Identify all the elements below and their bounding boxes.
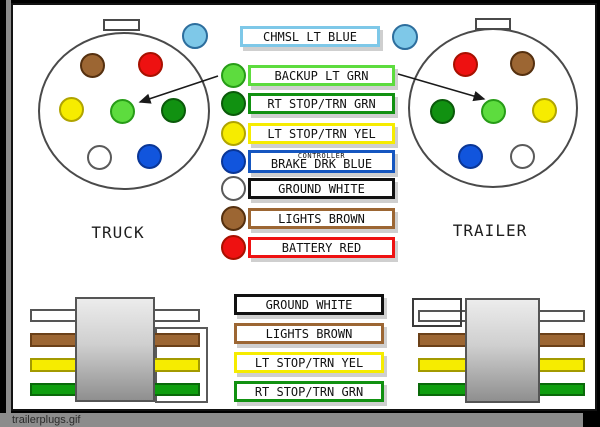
- flat4-legend-label-ground: GROUND WHITE: [265, 297, 353, 312]
- legend-dot-ground: [221, 176, 246, 201]
- legend-dot-lt-stop: [221, 121, 246, 146]
- truck-pin-blue: [137, 144, 162, 169]
- trailer-pin-red: [453, 52, 478, 77]
- legend-box-ground: GROUND WHITE: [248, 178, 395, 199]
- legend-box-backup: BACKUP LT GRN: [248, 65, 395, 86]
- legend-box-rt-stop: RT STOP/TRN GRN: [248, 93, 395, 114]
- truck-flat4-body: [75, 297, 155, 402]
- flat4-legend-box-rt-stop: RT STOP/TRN GRN: [234, 381, 384, 402]
- truck-pin-yellow: [59, 97, 84, 122]
- truck-pin-light-green: [110, 99, 135, 124]
- trailer-pin-yellow: [532, 98, 557, 123]
- trailer-pin-light-green: [481, 99, 506, 124]
- legend-sublabel-controller: CONTROLLER: [297, 152, 346, 160]
- trailer-flat4-body: [465, 298, 540, 403]
- legend-dot-lights: [221, 206, 246, 231]
- legend-label-ground: GROUND WHITE: [278, 181, 365, 196]
- legend-label-battery: BATTERY RED: [281, 240, 362, 255]
- flat4-legend-box-lights: LIGHTS BROWN: [234, 323, 384, 344]
- legend-box-brake: CONTROLLER BRAKE DRK BLUE: [248, 150, 395, 173]
- window-edge-strip: [6, 0, 11, 413]
- trailer-wiring-diagram: TRUCK TRAILER CHMSL LT BLUE BACKUP LT GR…: [11, 3, 597, 411]
- legend-dot-brake: [221, 149, 246, 174]
- trailer-pin-blue: [458, 144, 483, 169]
- truck-plug-tab: [103, 19, 140, 31]
- flat4-legend-label-lt-stop: LT STOP/TRN YEL: [254, 355, 364, 370]
- legend-box-battery: BATTERY RED: [248, 237, 395, 258]
- legend-label-chmsl: CHMSL LT BLUE: [263, 29, 357, 44]
- legend-box-lights: LIGHTS BROWN: [248, 208, 395, 229]
- truck-pin-dark-green: [161, 98, 186, 123]
- legend-label-rt-stop: RT STOP/TRN GRN: [267, 96, 376, 111]
- trailer-label: TRAILER: [452, 221, 528, 240]
- legend-label-lt-stop: LT STOP/TRN YEL: [267, 126, 376, 141]
- flat4-legend-label-lights: LIGHTS BROWN: [265, 326, 353, 341]
- trailer-flat4-shell: [412, 298, 462, 327]
- legend-dot-battery: [221, 235, 246, 260]
- truck-label: TRUCK: [91, 223, 145, 242]
- truck-chmsl-dot: [182, 23, 208, 49]
- truck-pin-brown: [80, 53, 105, 78]
- truck-pin-red: [138, 52, 163, 77]
- trailer-pin-brown: [510, 51, 535, 76]
- status-bar: trailerplugs.gif: [0, 413, 583, 427]
- legend-label-lights: LIGHTS BROWN: [278, 211, 365, 226]
- legend-dot-rt-stop: [221, 91, 246, 116]
- flat4-legend-label-rt-stop: RT STOP/TRN GRN: [254, 384, 364, 399]
- flat4-legend-box-lt-stop: LT STOP/TRN YEL: [234, 352, 384, 373]
- legend-box-lt-stop: LT STOP/TRN YEL: [248, 123, 395, 144]
- trailer-chmsl-dot: [392, 24, 418, 50]
- trailer-pin-white: [510, 144, 535, 169]
- trailer-plug-tab: [475, 18, 511, 30]
- legend-box-chmsl: CHMSL LT BLUE: [240, 26, 380, 47]
- legend-label-backup: BACKUP LT GRN: [274, 68, 369, 83]
- truck-pin-white: [87, 145, 112, 170]
- flat4-legend-box-ground: GROUND WHITE: [234, 294, 384, 315]
- trailer-pin-dark-green: [430, 99, 455, 124]
- legend-dot-backup: [221, 63, 246, 88]
- legend-label-brake: BRAKE DRK BLUE: [270, 157, 373, 171]
- filename-label: trailerplugs.gif: [12, 414, 81, 426]
